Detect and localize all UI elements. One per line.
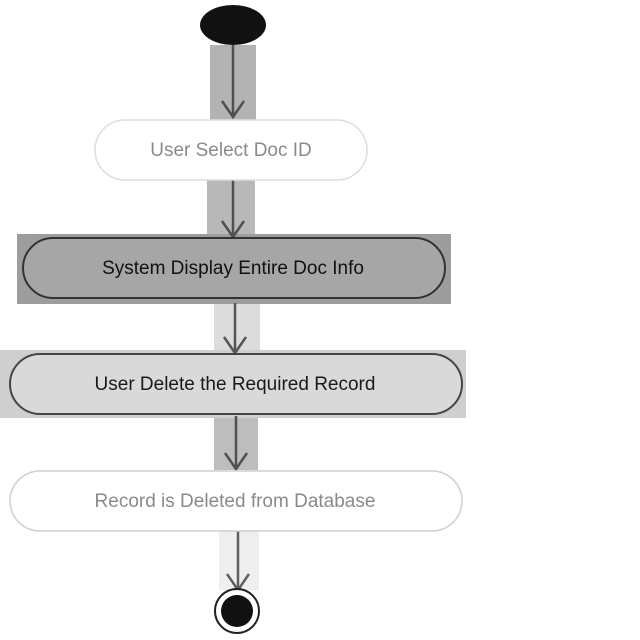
action-node-select-doc-id: User Select Doc ID [94,119,368,181]
action-label-display-doc-info: System Display Entire Doc Info [102,258,364,279]
connector-band-2 [207,180,255,238]
action-label-delete-record: User Delete the Required Record [95,374,376,395]
arrow-start-to-a1 [220,45,246,120]
action-label-select-doc-id: User Select Doc ID [150,140,312,161]
final-node [214,588,260,634]
action-label-record-deleted: Record is Deleted from Database [95,491,376,512]
action-node-record-deleted: Record is Deleted from Database [9,470,463,532]
connector-band-3 [214,303,260,355]
action-node-display-doc-info: System Display Entire Doc Info [22,237,446,299]
action-node-delete-record: User Delete the Required Record [9,353,463,415]
arrow-a3-to-a4 [223,416,249,472]
initial-node [200,5,266,45]
